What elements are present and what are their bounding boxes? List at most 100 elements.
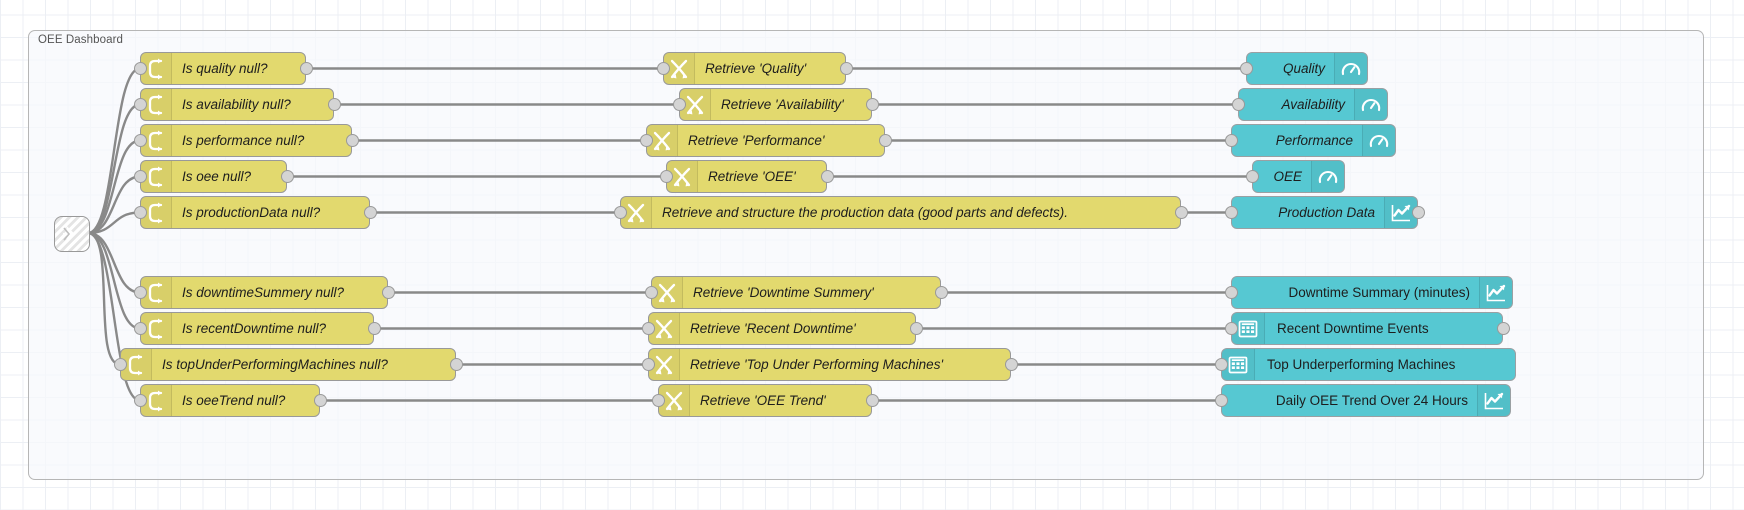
switch-node-4-input-port[interactable]: [133, 206, 147, 219]
switch-branch-icon: [146, 58, 166, 80]
switch-node-2-output-port[interactable]: [345, 134, 359, 147]
change-node-6-output-port[interactable]: [909, 322, 923, 335]
dashboard-node-6-output-port[interactable]: [1496, 322, 1510, 335]
dashboard-node-4[interactable]: Production Data: [1231, 196, 1418, 229]
switch-node-7[interactable]: Is topUnderPerformingMachines null?: [120, 348, 456, 381]
switch-node-2[interactable]: Is performance null?: [140, 124, 352, 157]
node-icon-slot: [659, 385, 690, 416]
change-node-8-input-port[interactable]: [651, 394, 665, 407]
dashboard-node-4-label: Production Data: [1278, 205, 1375, 220]
dashboard-node-7-input-port[interactable]: [1214, 358, 1228, 371]
switch-node-4-output-port[interactable]: [363, 206, 377, 219]
change-node-2[interactable]: Retrieve 'Performance': [646, 124, 885, 157]
change-node-0-input-port[interactable]: [656, 62, 670, 75]
switch-node-3[interactable]: Is oee null?: [140, 160, 287, 193]
line-chart-icon: [1485, 283, 1507, 303]
change-node-4-output-port[interactable]: [1174, 206, 1188, 219]
dashboard-node-5-label: Downtime Summary (minutes): [1288, 285, 1470, 300]
switch-node-7-input-port[interactable]: [113, 358, 127, 371]
dashboard-node-1-input-port[interactable]: [1231, 98, 1245, 111]
change-node-7[interactable]: Retrieve 'Top Under Performing Machines': [648, 348, 1011, 381]
dashboard-node-3-input-port[interactable]: [1245, 170, 1259, 183]
change-node-0-output-port[interactable]: [839, 62, 853, 75]
node-icon-slot: [1232, 313, 1265, 344]
switch-node-7-output-port[interactable]: [449, 358, 463, 371]
change-node-5-output-port[interactable]: [934, 286, 948, 299]
change-node-6[interactable]: Retrieve 'Recent Downtime': [648, 312, 916, 345]
dashboard-node-4-input-port[interactable]: [1224, 206, 1238, 219]
dashboard-node-8[interactable]: Daily OEE Trend Over 24 Hours: [1221, 384, 1511, 417]
switch-node-5[interactable]: Is downtimeSummery null?: [140, 276, 388, 309]
dashboard-node-2-input-port[interactable]: [1224, 134, 1238, 147]
change-node-0[interactable]: Retrieve 'Quality': [663, 52, 846, 85]
switch-node-3-input-port[interactable]: [133, 170, 147, 183]
dashboard-node-2-label: Performance: [1275, 133, 1353, 148]
change-node-7-output-port[interactable]: [1004, 358, 1018, 371]
change-node-5-input-port[interactable]: [644, 286, 658, 299]
switch-node-4[interactable]: Is productionData null?: [140, 196, 370, 229]
switch-node-7-label: Is topUnderPerformingMachines null?: [162, 357, 388, 372]
dashboard-node-6[interactable]: Recent Downtime Events: [1231, 312, 1503, 345]
switch-node-6-label: Is recentDowntime null?: [182, 321, 327, 336]
change-node-6-input-port[interactable]: [641, 322, 655, 335]
change-node-3-output-port[interactable]: [820, 170, 834, 183]
wire-linkin-to-switch-3: [87, 175, 141, 235]
change-swap-icon: [654, 318, 675, 340]
change-node-1-input-port[interactable]: [672, 98, 686, 111]
switch-node-5-output-port[interactable]: [381, 286, 395, 299]
switch-node-1-input-port[interactable]: [133, 98, 147, 111]
dashboard-node-8-input-port[interactable]: [1214, 394, 1228, 407]
dashboard-node-7[interactable]: Top Underperforming Machines: [1221, 348, 1516, 381]
change-node-5[interactable]: Retrieve 'Downtime Summery': [651, 276, 941, 309]
dashboard-node-2[interactable]: Performance: [1231, 124, 1396, 157]
switch-node-1-output-port[interactable]: [327, 98, 341, 111]
line-chart-icon: [1390, 203, 1412, 223]
change-node-8[interactable]: Retrieve 'OEE Trend': [658, 384, 872, 417]
switch-node-6-input-port[interactable]: [133, 322, 147, 335]
dashboard-node-1[interactable]: Availability: [1238, 88, 1388, 121]
link-in-icon: [61, 225, 83, 243]
switch-node-5-label: Is downtimeSummery null?: [182, 285, 345, 300]
dashboard-node-0-input-port[interactable]: [1239, 62, 1253, 75]
switch-node-2-input-port[interactable]: [133, 134, 147, 147]
change-node-1[interactable]: Retrieve 'Availability': [679, 88, 872, 121]
dashboard-node-5[interactable]: Downtime Summary (minutes): [1231, 276, 1513, 309]
switch-node-6[interactable]: Is recentDowntime null?: [140, 312, 374, 345]
dashboard-node-4-output-port[interactable]: [1411, 206, 1425, 219]
dashboard-node-0[interactable]: Quality: [1246, 52, 1368, 85]
change-node-3[interactable]: Retrieve 'OEE': [666, 160, 827, 193]
change-node-7-input-port[interactable]: [641, 358, 655, 371]
change-node-2-input-port[interactable]: [639, 134, 653, 147]
change-node-2-output-port[interactable]: [878, 134, 892, 147]
change-swap-icon: [685, 94, 706, 116]
node-icon-slot: [652, 277, 683, 308]
change-swap-icon: [657, 282, 678, 304]
dashboard-node-3[interactable]: OEE: [1252, 160, 1345, 193]
switch-node-8-input-port[interactable]: [133, 394, 147, 407]
node-icon-slot: [1222, 349, 1255, 380]
dashboard-node-0-label: Quality: [1282, 61, 1325, 76]
switch-node-3-output-port[interactable]: [280, 170, 294, 183]
change-node-4-input-port[interactable]: [613, 206, 627, 219]
switch-node-8[interactable]: Is oeeTrend null?: [140, 384, 320, 417]
change-node-8-output-port[interactable]: [865, 394, 879, 407]
change-swap-icon: [652, 130, 673, 152]
switch-node-0[interactable]: Is quality null?: [140, 52, 306, 85]
switch-node-0-input-port[interactable]: [133, 62, 147, 75]
switch-node-6-output-port[interactable]: [367, 322, 381, 335]
switch-node-0-output-port[interactable]: [299, 62, 313, 75]
dashboard-node-6-input-port[interactable]: [1224, 322, 1238, 335]
switch-branch-icon: [146, 94, 166, 116]
change-node-1-output-port[interactable]: [865, 98, 879, 111]
dashboard-node-5-input-port[interactable]: [1224, 286, 1238, 299]
node-icon-slot: [1479, 277, 1512, 308]
link-in-node[interactable]: [54, 216, 90, 252]
switch-node-1[interactable]: Is availability null?: [140, 88, 334, 121]
switch-branch-icon: [146, 282, 166, 304]
wire-linkin-to-switch-4: [87, 211, 141, 235]
change-node-4[interactable]: Retrieve and structure the production da…: [620, 196, 1181, 229]
change-node-3-input-port[interactable]: [659, 170, 673, 183]
switch-node-5-input-port[interactable]: [133, 286, 147, 299]
switch-node-8-output-port[interactable]: [313, 394, 327, 407]
